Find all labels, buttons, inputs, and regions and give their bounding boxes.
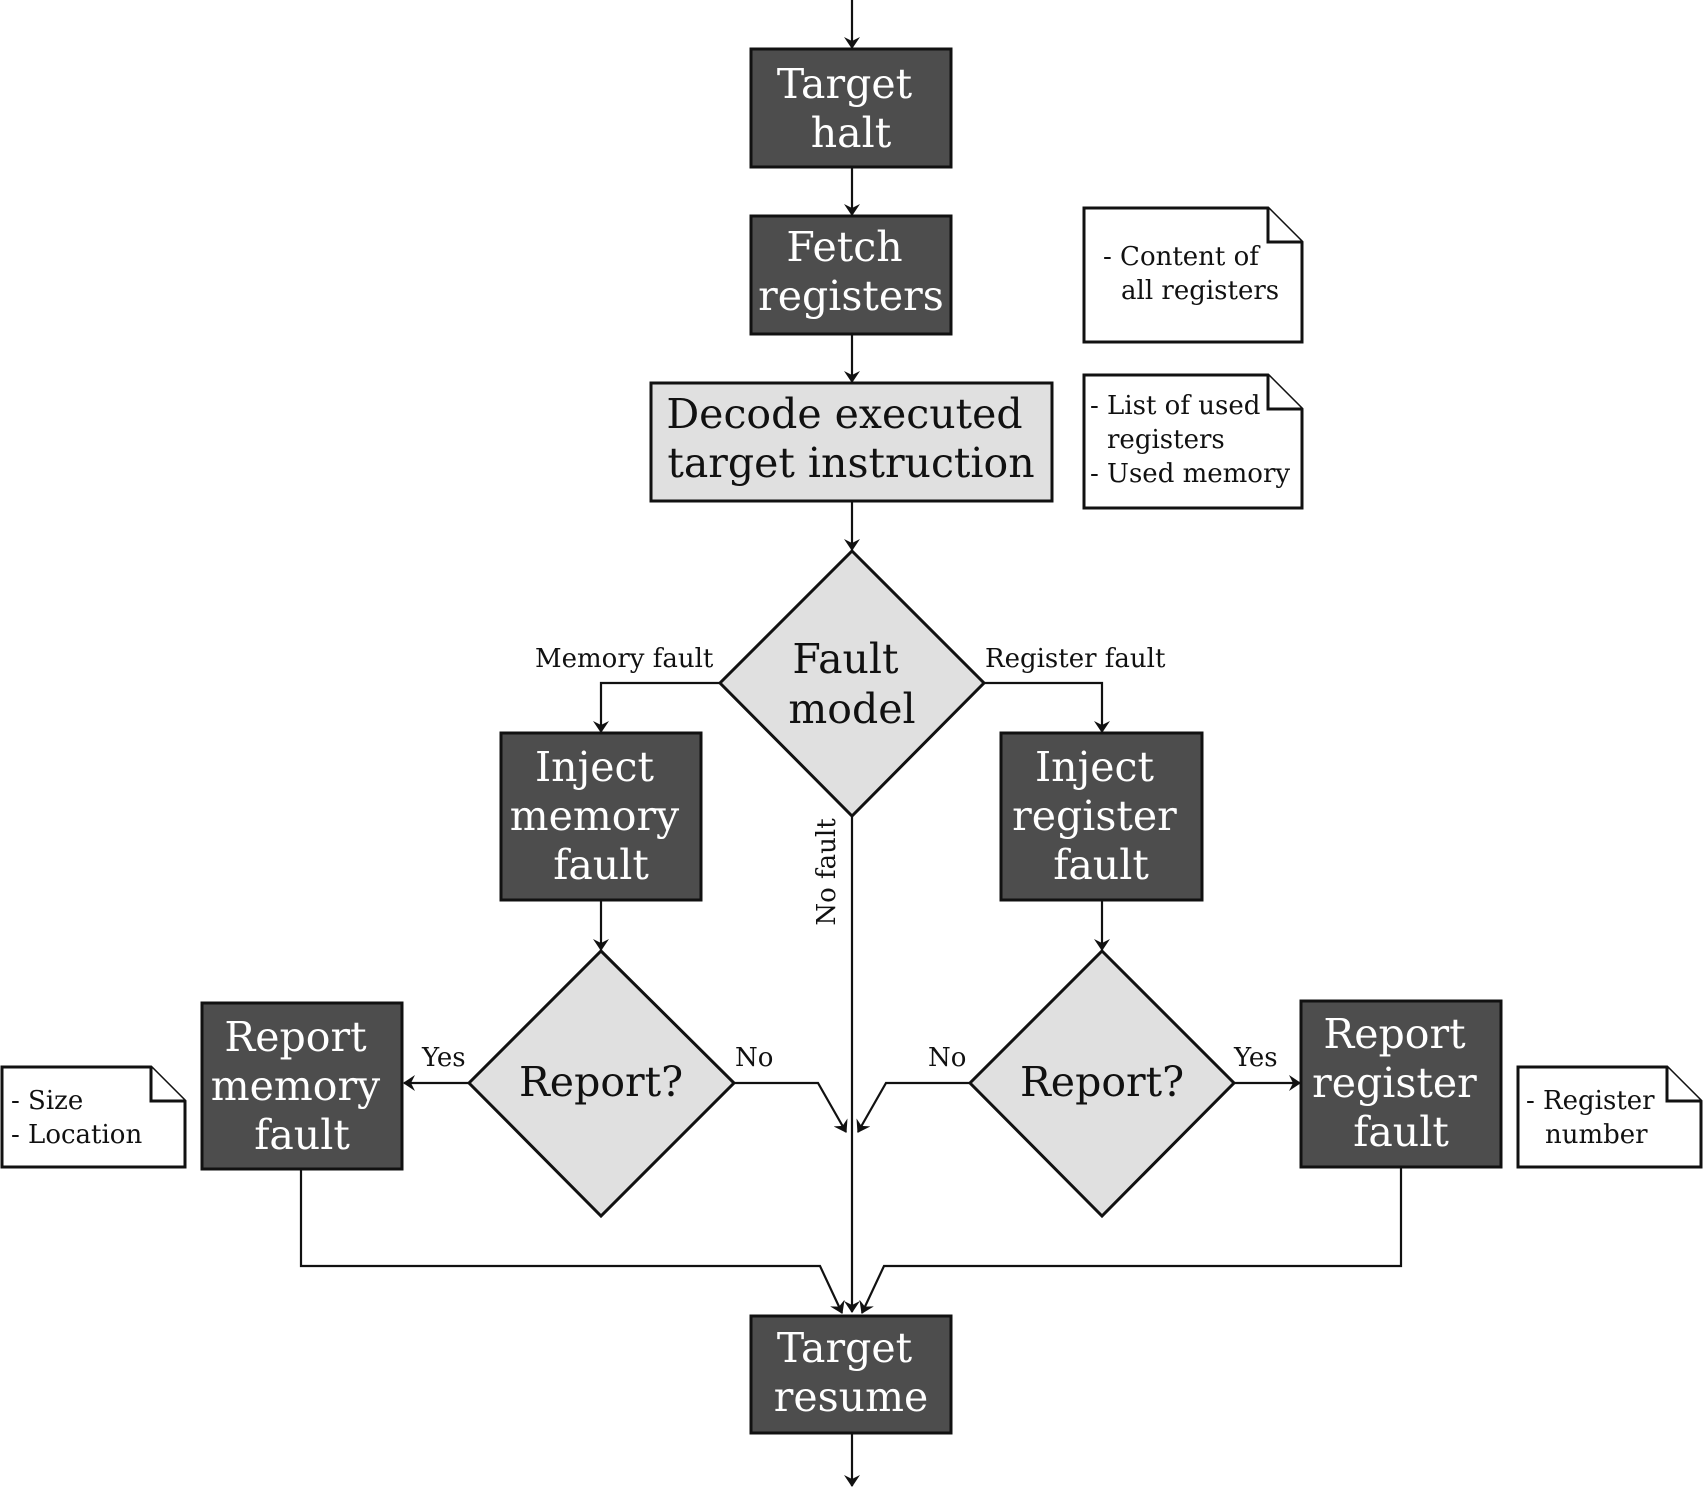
- node-label: Target resume: [774, 1324, 928, 1421]
- decision-report-right: Report?: [967, 948, 1237, 1219]
- label-left-no: No: [735, 1043, 773, 1073]
- node-label: Report?: [519, 1058, 683, 1106]
- edge-right-no: [856, 1081, 970, 1133]
- node-inject-memory-fault: Inject memory fault: [499, 731, 703, 902]
- node-report-register-fault: Report register fault: [1299, 999, 1503, 1169]
- note-text: - List of used registers - Used memory: [1090, 391, 1290, 489]
- node-label: Decode executed target instruction: [666, 390, 1035, 487]
- node-report-memory-fault: Report memory fault: [200, 1001, 404, 1171]
- node-label: Target halt: [777, 60, 925, 157]
- decision-fault-model: Fault model: [717, 548, 987, 819]
- node-target-halt: Target halt: [749, 47, 953, 169]
- note-text: - Content of all registers: [1103, 242, 1279, 306]
- label-right-no: No: [928, 1043, 966, 1073]
- node-label: Fault model: [788, 635, 915, 733]
- node-label: Report memory fault: [211, 1013, 394, 1159]
- node-label: Inject register fault: [1012, 743, 1190, 889]
- note-text: - Size - Location: [11, 1086, 142, 1150]
- node-label: Fetch registers: [758, 223, 944, 320]
- label-right-yes: Yes: [1233, 1043, 1278, 1073]
- edge-memory-fault: [593, 681, 720, 733]
- edge-report-memory-to-resume: [299, 1169, 845, 1314]
- edge-report-register-to-resume: [859, 1167, 1403, 1314]
- label-no-fault: No fault: [812, 818, 842, 926]
- node-decode-instruction: Decode executed target instruction: [649, 381, 1054, 503]
- note-text: - Register number: [1526, 1086, 1663, 1150]
- label-register-fault: Register fault: [985, 644, 1166, 674]
- node-inject-register-fault: Inject register fault: [999, 731, 1204, 902]
- note-report-memory-fault: - Size - Location: [0, 1065, 187, 1169]
- note-decode-instruction: - List of used registers - Used memory: [1082, 373, 1304, 510]
- edge-left-no: [734, 1081, 848, 1133]
- node-target-resume: Target resume: [749, 1314, 953, 1435]
- node-label: Inject memory fault: [510, 743, 693, 889]
- edges: [299, 0, 1403, 1487]
- node-fetch-registers: Fetch registers: [749, 214, 953, 336]
- node-label: Report?: [1020, 1058, 1184, 1106]
- node-label: Report register fault: [1312, 1010, 1490, 1156]
- note-report-register-fault: - Register number: [1516, 1065, 1703, 1169]
- label-memory-fault: Memory fault: [535, 644, 714, 674]
- edge-labels: Memory fault Register fault No fault Yes…: [421, 644, 1278, 1073]
- decision-report-left: Report?: [466, 948, 737, 1219]
- edge-register-fault: [984, 681, 1110, 733]
- label-left-yes: Yes: [421, 1043, 466, 1073]
- note-fetch-registers: - Content of all registers: [1082, 206, 1304, 344]
